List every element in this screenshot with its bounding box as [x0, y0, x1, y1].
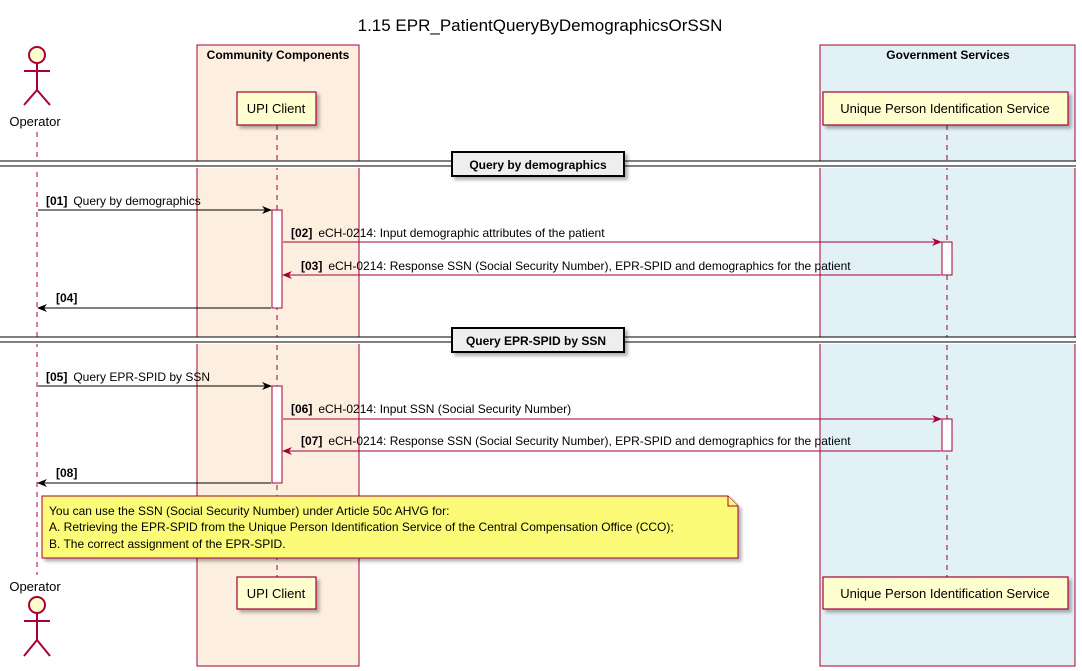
upi-service-participant-bottom: Unique Person Identification Service: [822, 576, 1069, 610]
divider-query-epr-spid-by-ssn: Query EPR-SPID by SSN: [0, 327, 1082, 353]
divider-label-2: Query EPR-SPID by SSN: [466, 334, 606, 348]
svg-text:[04]: [04]: [56, 291, 77, 305]
message-03-text: eCH-0214: Response SSN (Social Security …: [328, 259, 851, 273]
message-05: [05] Query EPR-SPID by SSN: [38, 370, 272, 390]
note-line-2: A. Retrieving the EPR-SPID from the Uniq…: [49, 520, 674, 534]
upi-service-label-bottom: Unique Person Identification Service: [840, 586, 1050, 601]
divider-query-by-demographics: Query by demographics: [0, 151, 1082, 177]
upi-client-participant-bottom: UPI Client: [236, 576, 317, 610]
note-line-1: You can use the SSN (Social Security Num…: [49, 504, 449, 518]
upi-service-label-top: Unique Person Identification Service: [840, 101, 1050, 116]
message-03: [03] eCH-0214: Response SSN (Social Secur…: [282, 259, 941, 279]
svg-text:[07]eCH-0214: Response SSN (S: [07] eCH-0214: Response SSN (Social Secur…: [301, 434, 851, 448]
message-02: [02] eCH-0214: Input demographic attribut…: [283, 226, 942, 246]
upi-client-activation-2: [271, 385, 283, 484]
government-services-title: Government Services: [886, 48, 1010, 62]
svg-text:[08]: [08]: [56, 466, 77, 480]
operator-actor-top: Operator: [9, 46, 61, 129]
message-02-number: [02]: [291, 226, 312, 240]
diagram-title: 1.15 EPR_PatientQueryByDemographicsOrSSN: [358, 16, 723, 35]
community-components-title: Community Components: [207, 48, 350, 62]
upi-service-participant-top: Unique Person Identification Service: [822, 91, 1069, 126]
operator-label-top: Operator: [9, 114, 61, 129]
message-06-text: eCH-0214: Input SSN (Social Security Num…: [318, 402, 571, 416]
message-05-number: [05]: [46, 370, 67, 384]
message-04-number: [04]: [56, 291, 77, 305]
upi-client-participant-top: UPI Client: [236, 91, 317, 126]
message-04: [04]: [37, 291, 271, 312]
upi-client-activation-1: [271, 209, 283, 309]
upi-service-activation-2: [941, 418, 953, 452]
message-06: [06] eCH-0214: Input SSN (Social Security…: [283, 402, 942, 423]
message-07-text: eCH-0214: Response SSN (Social Security …: [328, 434, 851, 448]
svg-text:[05]Query EPR-SPID by SSN: [05] Query EPR-SPID by SSN: [46, 370, 210, 384]
message-01-number: [01]: [46, 194, 67, 208]
message-05-text: Query EPR-SPID by SSN: [73, 370, 210, 384]
message-07: [07] eCH-0214: Response SSN (Social Secur…: [282, 434, 941, 455]
operator-actor-bottom: Operator: [9, 579, 61, 657]
divider-label-1: Query by demographics: [469, 158, 607, 172]
message-08: [08]: [37, 466, 271, 487]
message-01-text: Query by demographics: [73, 194, 200, 208]
message-03-number: [03]: [301, 259, 322, 273]
note-line-3: B. The correct assignment of the EPR-SPI…: [49, 537, 286, 551]
svg-text:[02]eCH-0214: Input demograph: [02] eCH-0214: Input demographic attribut…: [291, 226, 605, 240]
ssn-usage-note: You can use the SSN (Social Security Num…: [41, 495, 739, 559]
upi-client-label-top: UPI Client: [247, 101, 306, 116]
svg-text:[06]eCH-0214: Input SSN (Soci: [06] eCH-0214: Input SSN (Social Security…: [291, 402, 571, 416]
svg-text:[01]Query by demographics: [01] Query by demographics: [46, 194, 201, 208]
upi-service-activation-1: [941, 241, 953, 276]
operator-label-bottom: Operator: [9, 579, 61, 594]
community-components-box: Community Components: [196, 44, 360, 667]
upi-client-label-bottom: UPI Client: [247, 586, 306, 601]
message-08-number: [08]: [56, 466, 77, 480]
svg-text:[03]eCH-0214: Response SSN (S: [03] eCH-0214: Response SSN (Social Secur…: [301, 259, 851, 273]
message-02-text: eCH-0214: Input demographic attributes o…: [318, 226, 605, 240]
message-01: [01] Query by demographics: [38, 194, 272, 214]
message-06-number: [06]: [291, 402, 312, 416]
message-07-number: [07]: [301, 434, 322, 448]
